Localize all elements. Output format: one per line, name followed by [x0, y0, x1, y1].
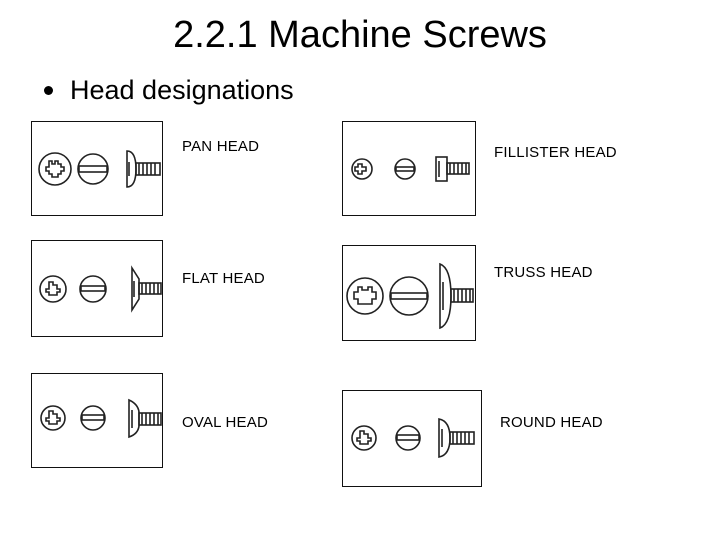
- oval-head-label: OVAL HEAD: [182, 414, 268, 431]
- truss-head-image: [342, 245, 476, 341]
- truss-head-screw-icon: [346, 262, 474, 330]
- pan-head-label: PAN HEAD: [182, 138, 260, 155]
- round-head-image: [342, 390, 482, 487]
- flat-head-label: FLAT HEAD: [182, 270, 265, 287]
- fillister-head-screw-icon: [351, 156, 470, 182]
- fillister-head-label: FILLISTER HEAD: [494, 144, 617, 161]
- bullet-dot-icon: [44, 85, 53, 95]
- truss-head-label: TRUSS HEAD: [494, 264, 593, 281]
- oval-head-screw-icon: [40, 398, 162, 439]
- fillister-head-image: [342, 121, 476, 216]
- round-head-label: ROUND HEAD: [500, 414, 603, 431]
- slide-title: 2.2.1 Machine Screws: [173, 14, 547, 56]
- pan-head-image: [31, 121, 163, 216]
- oval-head-image: [31, 373, 163, 468]
- bullet-text: Head designations: [70, 75, 294, 105]
- round-head-screw-icon: [351, 418, 475, 458]
- flat-head-image: [31, 240, 163, 337]
- bullet-item: Head designations: [44, 72, 294, 108]
- pan-head-screw-icon: [38, 150, 161, 188]
- flat-head-screw-icon: [39, 265, 162, 313]
